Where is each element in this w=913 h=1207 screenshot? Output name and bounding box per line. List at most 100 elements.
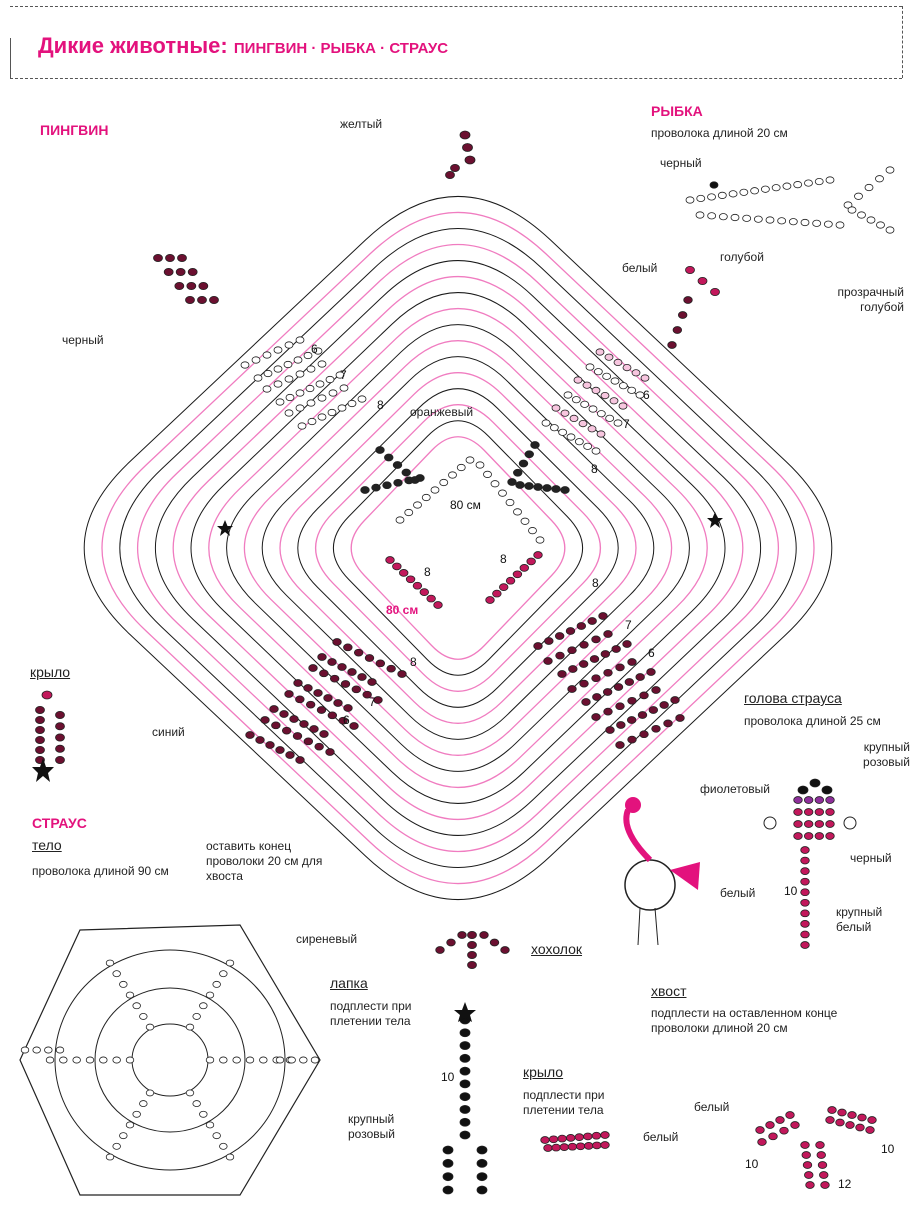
row-count: 7 [369, 695, 376, 709]
bead [55, 722, 65, 731]
bead [297, 422, 307, 430]
bead [581, 698, 591, 706]
bead [199, 1110, 208, 1118]
bead [803, 796, 814, 804]
bead [310, 1056, 320, 1064]
bead [557, 1134, 567, 1143]
bead [269, 705, 279, 713]
bead [165, 253, 175, 262]
bead [392, 461, 403, 469]
bead [275, 746, 285, 754]
bead [520, 517, 530, 525]
bead [327, 408, 337, 417]
penguin-label-yellow: желтый [340, 117, 383, 131]
bead [260, 716, 270, 724]
bead [303, 684, 313, 692]
bead [800, 877, 810, 886]
bead [399, 569, 409, 577]
ostrich-tail-heading: хвост [651, 983, 687, 999]
bead [284, 690, 294, 698]
bead [587, 617, 597, 625]
wire-loop [208, 308, 708, 788]
bead [489, 938, 500, 947]
bead [857, 211, 866, 219]
bead [349, 722, 359, 730]
bead [551, 1143, 561, 1152]
bead [459, 1092, 471, 1102]
bead [765, 1121, 775, 1129]
bead [459, 1053, 471, 1063]
bead [500, 946, 510, 954]
bead [442, 1145, 454, 1155]
wire-loop [243, 340, 673, 756]
bead [393, 478, 403, 487]
bead [823, 220, 833, 228]
bead [817, 1161, 828, 1169]
bead [800, 846, 810, 854]
row-count: 6 [648, 646, 655, 660]
title-main-text: Дикие животные: [38, 33, 228, 58]
bead [55, 744, 65, 753]
bead [273, 380, 283, 388]
star-icon [217, 520, 233, 536]
bead [392, 562, 402, 571]
bead [596, 430, 606, 438]
bead [459, 1079, 471, 1089]
bead [591, 386, 601, 394]
ostrich-leg-note: подплести при плетении тела [330, 999, 412, 1028]
bead [600, 650, 611, 658]
bead [598, 612, 608, 620]
bead [819, 1171, 829, 1179]
bead [800, 1141, 810, 1149]
bead [185, 1089, 195, 1097]
bead [875, 175, 884, 183]
bead [793, 808, 803, 816]
bead [575, 1142, 586, 1151]
ostrich-wing-heading: крыло [523, 1064, 564, 1080]
bead [360, 486, 370, 494]
bead [245, 1056, 255, 1064]
row-count: 8 [592, 576, 599, 590]
bead [371, 483, 381, 492]
bead [518, 459, 529, 468]
bead [306, 365, 316, 373]
ostrich-head-count: 10 [784, 884, 798, 898]
bead [600, 1141, 610, 1149]
bead [351, 685, 362, 694]
bead [327, 658, 337, 666]
ostrich-figure-leg [637, 907, 641, 946]
bead [618, 402, 628, 410]
bead [382, 481, 392, 490]
bead [675, 714, 685, 722]
bead [718, 213, 728, 221]
bead [281, 726, 292, 735]
bead [615, 741, 625, 749]
ostrich-body-ring [131, 1023, 209, 1097]
row-count: 7 [340, 368, 347, 382]
bead [579, 679, 589, 688]
bead [313, 347, 323, 355]
bead [293, 679, 303, 687]
wire-loop [190, 292, 726, 804]
bead [319, 730, 329, 738]
bead [768, 1132, 778, 1141]
bead [591, 674, 601, 683]
bead [670, 696, 680, 704]
bead [317, 394, 327, 402]
bead [317, 653, 327, 661]
bead [835, 1118, 845, 1127]
bead [456, 463, 466, 472]
wire-loop [333, 420, 583, 676]
bead [499, 583, 509, 591]
ostrich-head-violet: фиолетовый [700, 782, 771, 796]
wire-loop [119, 228, 797, 868]
bead [308, 664, 318, 672]
bead [205, 991, 215, 999]
bead [205, 1121, 215, 1129]
ostrich-head-big-pink: крупный розовый [863, 740, 910, 769]
bead [847, 1111, 857, 1119]
bead [153, 253, 163, 262]
wire-length-pink: 80 см [386, 603, 419, 617]
bead [530, 441, 540, 449]
bead [578, 419, 588, 428]
